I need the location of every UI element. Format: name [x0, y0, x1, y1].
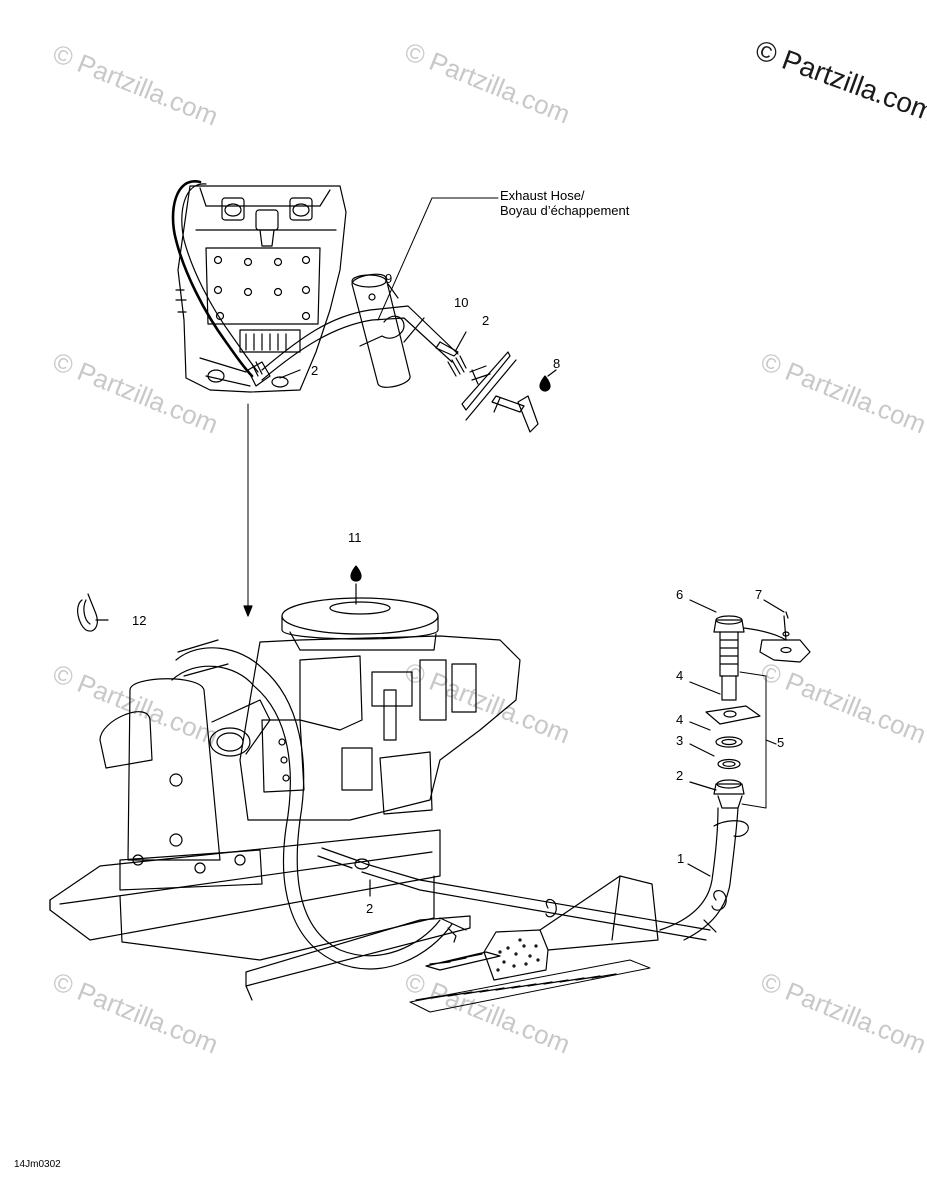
- callout-10: 10: [454, 295, 469, 310]
- cable-strap: [77, 593, 109, 632]
- caption-line-1: Exhaust Hose/: [500, 188, 585, 203]
- callout-5: 5: [777, 735, 785, 750]
- exhaust-hose-segment: [351, 273, 411, 388]
- callout-1: 1: [677, 851, 685, 866]
- callout-11: 11: [348, 530, 362, 545]
- callout-4: 4: [676, 712, 684, 727]
- callout-2: 2: [311, 363, 319, 378]
- callout-2: 2: [482, 313, 490, 328]
- callout-2: 2: [676, 768, 684, 783]
- callout-6: 6: [676, 587, 684, 602]
- caption-line-2: Boyau d’échappement: [500, 203, 630, 218]
- callout-2: 2: [366, 901, 374, 916]
- callout-9: 9: [385, 271, 393, 286]
- callout-8: 8: [553, 356, 561, 371]
- callout-4: 4: [676, 668, 684, 683]
- hull-fitting-assembly: [435, 341, 551, 433]
- figure-code: 14Jm0302: [14, 1159, 61, 1170]
- hull-rib: [409, 875, 727, 1013]
- engine-top-view: [171, 180, 459, 393]
- cap-assembly: [659, 611, 811, 941]
- engine-main: [49, 597, 711, 1001]
- callout-12: 12: [132, 613, 147, 628]
- exhaust-hose-caption: Exhaust Hose/ Boyau d’échappement: [500, 188, 629, 218]
- callout-7: 7: [755, 587, 763, 602]
- callout-3: 3: [676, 733, 684, 748]
